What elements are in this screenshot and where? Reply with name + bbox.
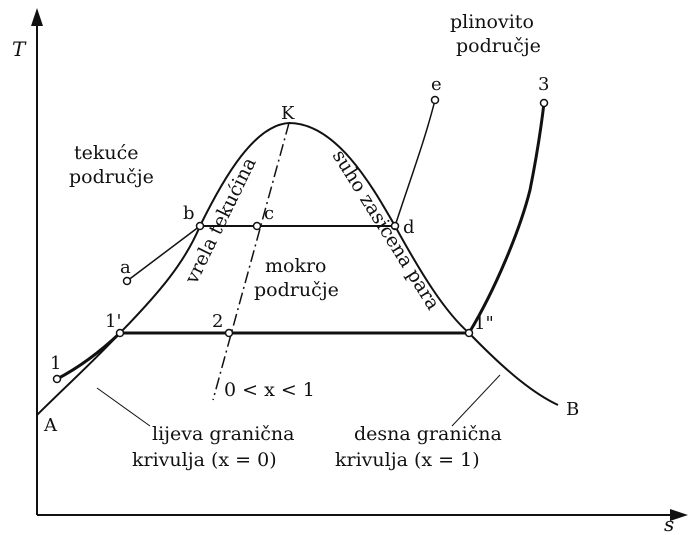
point-1pp-marker: [464, 328, 474, 338]
leader-right: [451, 374, 501, 427]
isobar-ab: [126, 225, 201, 282]
region-labels: tekuće područje plinovito područje mokro…: [69, 11, 541, 301]
quality-line: [212, 122, 290, 401]
right-boundary-curve: [288, 122, 559, 406]
point-1p-label: 1': [105, 311, 121, 332]
point-a-label: a: [120, 257, 131, 278]
point-3-label: 3: [538, 74, 549, 95]
point-1pp-label: 1": [474, 313, 494, 334]
point-d-marker: [390, 221, 400, 231]
point-1p-marker: [115, 328, 125, 338]
point-c-label: c: [264, 203, 274, 224]
point-c-marker: [252, 221, 262, 231]
quality-range-label: 0 < x < 1: [224, 379, 315, 401]
point-2-label: 2: [212, 311, 223, 332]
x-axis-label: s: [664, 512, 674, 535]
gas-region-line2: područje: [456, 35, 541, 57]
boundary-labels: lijeva granična krivulja (x = 0) desna g…: [132, 423, 502, 471]
point-b-marker: [195, 221, 205, 231]
axes: T s: [12, 8, 688, 535]
point-a-marker: [122, 276, 132, 286]
point-b-label: b: [183, 203, 195, 224]
point-k-label: K: [281, 103, 295, 124]
point-b-boundary-label: B: [566, 399, 579, 420]
right-boundary-line1: desna granična: [354, 423, 502, 445]
isobar-liquid: [56, 331, 122, 381]
point-1-label: 1: [50, 353, 61, 374]
saturated-vapour-label: suho zasićena para: [328, 146, 444, 314]
isobar-de: [394, 99, 436, 227]
gas-region-line1: plinovito: [450, 11, 534, 33]
point-3-marker: [539, 98, 549, 108]
y-axis-arrow: [31, 8, 43, 26]
point-e-marker: [430, 95, 440, 105]
x-axis-arrow: [670, 509, 688, 521]
liquid-region-line2: područje: [69, 166, 154, 188]
point-a-boundary-label: A: [43, 415, 58, 436]
point-e-label: e: [431, 74, 442, 95]
state-markers: [52, 95, 549, 384]
point-1-marker: [52, 374, 62, 384]
y-axis-label: T: [12, 37, 27, 61]
left-boundary-line1: lijeva granična: [152, 423, 294, 445]
wet-region-line1: mokro: [265, 255, 327, 277]
right-boundary-line2: krivulja (x = 1): [335, 449, 480, 471]
point-labels: K a b c d e 1 1' 2 1" 3 A B: [43, 74, 579, 436]
liquid-region-line1: tekuće: [74, 142, 139, 164]
point-2-marker: [224, 328, 234, 338]
left-boundary-line2: krivulja (x = 0): [132, 449, 277, 471]
left-boundary-curve: [36, 122, 290, 416]
isobar-gas: [467, 102, 546, 334]
point-d-label: d: [403, 217, 415, 238]
leader-left: [96, 387, 151, 427]
wet-region-line2: područje: [254, 279, 339, 301]
